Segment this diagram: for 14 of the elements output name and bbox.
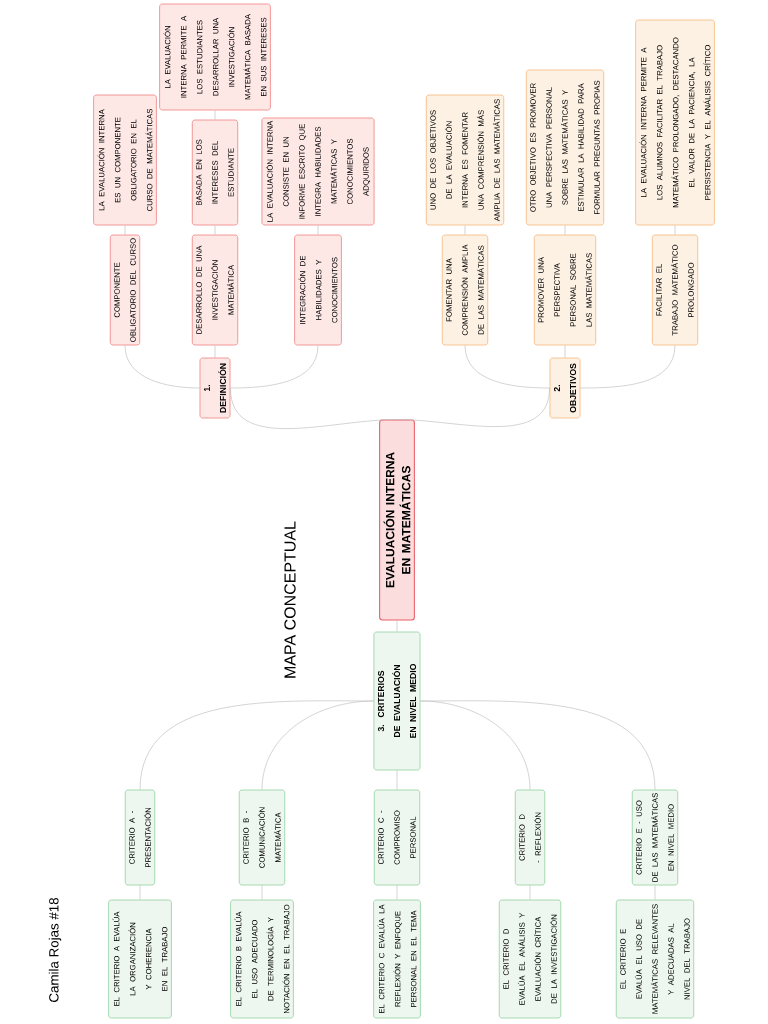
connector-line bbox=[261, 700, 374, 790]
connector-line bbox=[580, 345, 676, 389]
topic-box: 1. DEFINICIÓN bbox=[199, 357, 231, 419]
author-label: Camila Rojas #18 bbox=[48, 898, 62, 1002]
connector-line bbox=[230, 345, 319, 389]
connector-line bbox=[464, 345, 550, 389]
topic-box: 3. CRITERIOS DE EVALUACIÓN EN NIVEL MEDIO bbox=[373, 631, 421, 771]
connector-line bbox=[396, 387, 550, 427]
connector-line bbox=[230, 387, 398, 429]
root-box: EVALUACIÓN INTERNA EN MATEMÁTICAS bbox=[379, 419, 415, 621]
connector-line bbox=[420, 700, 656, 790]
title: MAPA CONCEPTUAL bbox=[284, 521, 296, 678]
connector-line bbox=[124, 345, 200, 389]
topic-box: 2. OBJETIVOS bbox=[549, 357, 581, 419]
